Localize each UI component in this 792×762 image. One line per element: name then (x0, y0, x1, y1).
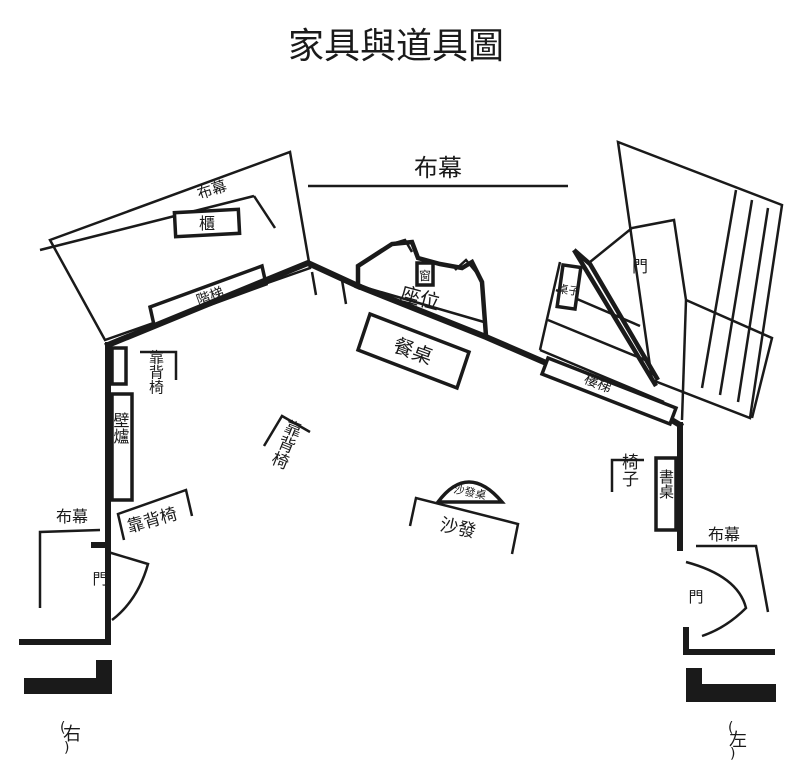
sofa-label: 沙發 (438, 514, 478, 542)
stage-left-mark-close: ) (730, 746, 735, 762)
curtain-left-platform-label: 布幕 (195, 177, 229, 203)
proscenium-right-block (686, 668, 776, 702)
side-chair-mid-label: 靠背椅 (266, 416, 304, 471)
sofa-table (434, 480, 506, 504)
curtain-right-line (696, 544, 770, 613)
fireplace (110, 392, 134, 502)
chair-right-frame (610, 458, 644, 492)
window-seat-alcove: 窗 座位 (310, 238, 489, 337)
curtain-left-label: 布幕 (56, 507, 88, 526)
side-chair-bottom-frame (116, 488, 194, 541)
curtain-right-label: 布幕 (708, 525, 740, 544)
back-wall-left (91, 342, 111, 548)
side-chair-top-block (110, 346, 128, 386)
side-chair-top-frame (140, 350, 178, 380)
diagram-title: 家具與道具圖 (288, 26, 504, 67)
curtain-left-line (38, 528, 101, 608)
dining-table (355, 311, 472, 391)
door-top-right-label: 門 (632, 257, 648, 276)
proscenium-left-block (24, 660, 112, 694)
back-wall-top-left (104, 259, 362, 349)
stage-left-mark-open: ( (728, 720, 733, 736)
stage-right-mark-close: ) (64, 740, 69, 756)
stage-right-mark: 右 (63, 724, 81, 745)
stage-left-mark: 左 (729, 730, 747, 751)
stage-right-mark-open: ( (60, 720, 65, 736)
right-wall-lower (683, 627, 775, 655)
curtain-top-label: 布幕 (414, 154, 462, 182)
left-wall-lower (19, 542, 111, 645)
side-chair-top-label: 靠背椅 (147, 350, 165, 395)
door-right-label: 門 (688, 588, 703, 606)
side-chair-mid-frame (262, 414, 311, 447)
window (415, 261, 435, 287)
left-platform: 布幕 櫃 階梯 (39, 150, 312, 342)
small-table (555, 262, 583, 312)
sofa-table-label: 沙發桌 (452, 482, 487, 503)
steps-left (147, 263, 269, 328)
cabinet (172, 207, 242, 239)
stairs-right (539, 355, 679, 427)
desk (654, 456, 678, 532)
door-left-label: 門 (92, 570, 107, 588)
seat-label: 座位 (398, 281, 443, 315)
chair-right-label: 椅子 (618, 453, 639, 487)
right-stair-structure: 門 桌子 樓梯 (538, 140, 784, 427)
fireplace-label: 壁爐 (111, 411, 130, 445)
small-table-label: 桌子 (557, 282, 581, 298)
desk-label: 書桌 (657, 469, 675, 499)
window-label: 窗 (419, 269, 431, 283)
sofa-frame (408, 496, 520, 555)
door-left-swing (107, 550, 150, 621)
door-right-swing (685, 560, 748, 638)
cabinet-label: 櫃 (199, 214, 215, 233)
